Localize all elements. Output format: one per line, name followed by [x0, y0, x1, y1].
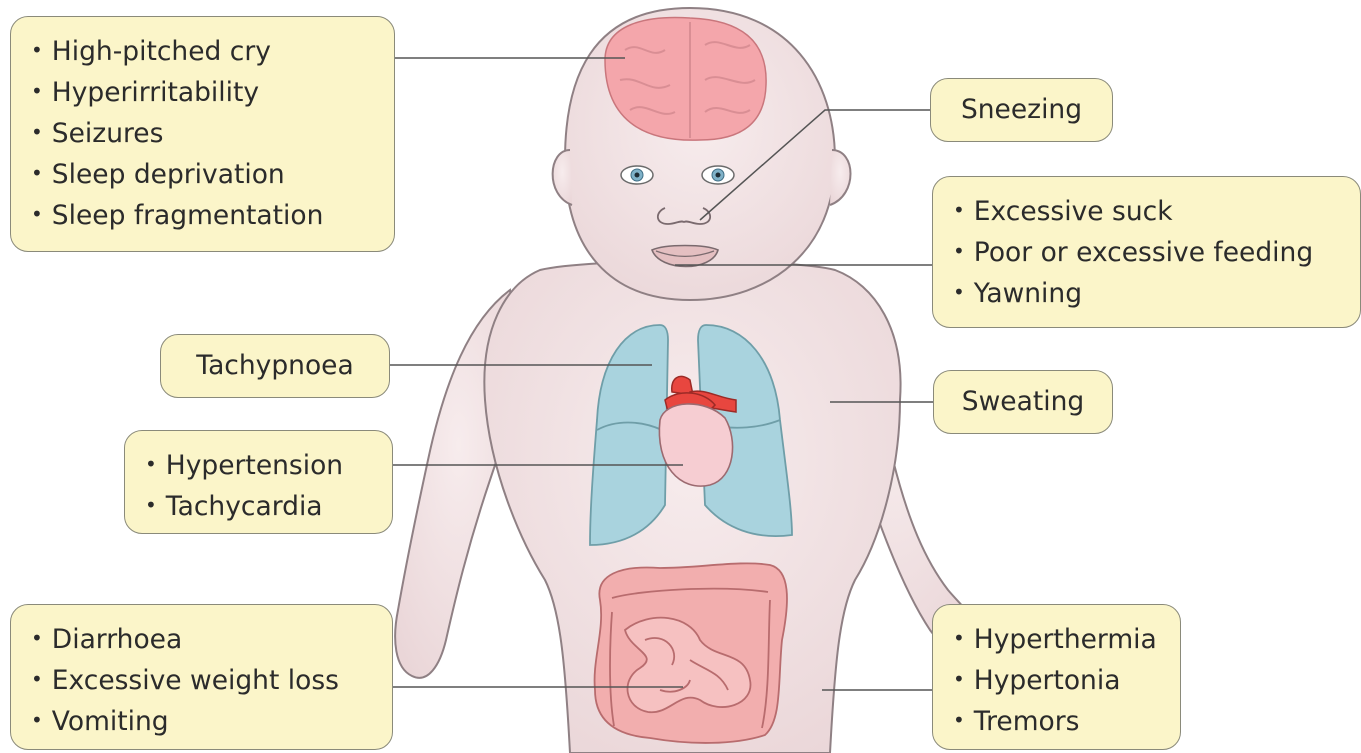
label-skin-symptom: Sweating	[933, 370, 1113, 434]
symptom-text: Sweating	[962, 382, 1084, 422]
symptom-item: Sleep fragmentation	[31, 196, 374, 237]
symptom-item: Hypertonia	[953, 661, 1160, 702]
symptom-item: Hyperthermia	[953, 620, 1160, 661]
body-symptom-list: Hyperthermia Hypertonia Tremors	[953, 620, 1160, 743]
label-mouth-symptoms: Excessive suck Poor or excessive feeding…	[932, 176, 1361, 328]
symptom-item: Seizures	[31, 114, 374, 155]
brain	[605, 17, 766, 140]
mouth-symptom-list: Excessive suck Poor or excessive feeding…	[953, 192, 1340, 315]
symptom-item: Hypertension	[145, 446, 372, 487]
label-body-symptoms: Hyperthermia Hypertonia Tremors	[932, 604, 1181, 750]
symptom-item: Yawning	[953, 274, 1340, 315]
label-gut-symptoms: Diarrhoea Excessive weight loss Vomiting	[10, 604, 393, 750]
symptom-item: Excessive weight loss	[31, 661, 372, 702]
heart-symptom-list: Hypertension Tachycardia	[145, 446, 372, 528]
label-lungs-symptom: Tachypnoea	[160, 334, 390, 398]
symptom-text: Sneezing	[961, 90, 1082, 130]
symptom-text: Tachypnoea	[196, 346, 353, 386]
symptom-item: Excessive suck	[953, 192, 1340, 233]
intestines	[595, 563, 787, 743]
symptom-item: Sleep deprivation	[31, 155, 374, 196]
symptom-item: Poor or excessive feeding	[953, 233, 1340, 274]
symptom-item: High-pitched cry	[31, 32, 374, 73]
symptom-item: Vomiting	[31, 702, 372, 743]
brain-symptom-list: High-pitched cry Hyperirritability Seizu…	[31, 32, 374, 237]
symptom-item: Diarrhoea	[31, 620, 372, 661]
label-heart-symptoms: Hypertension Tachycardia	[124, 430, 393, 534]
label-nose-symptom: Sneezing	[930, 78, 1113, 142]
symptom-item: Tachycardia	[145, 487, 372, 528]
symptom-item: Tremors	[953, 702, 1160, 743]
gut-symptom-list: Diarrhoea Excessive weight loss Vomiting	[31, 620, 372, 743]
label-brain-symptoms: High-pitched cry Hyperirritability Seizu…	[10, 16, 395, 252]
symptom-item: Hyperirritability	[31, 73, 374, 114]
